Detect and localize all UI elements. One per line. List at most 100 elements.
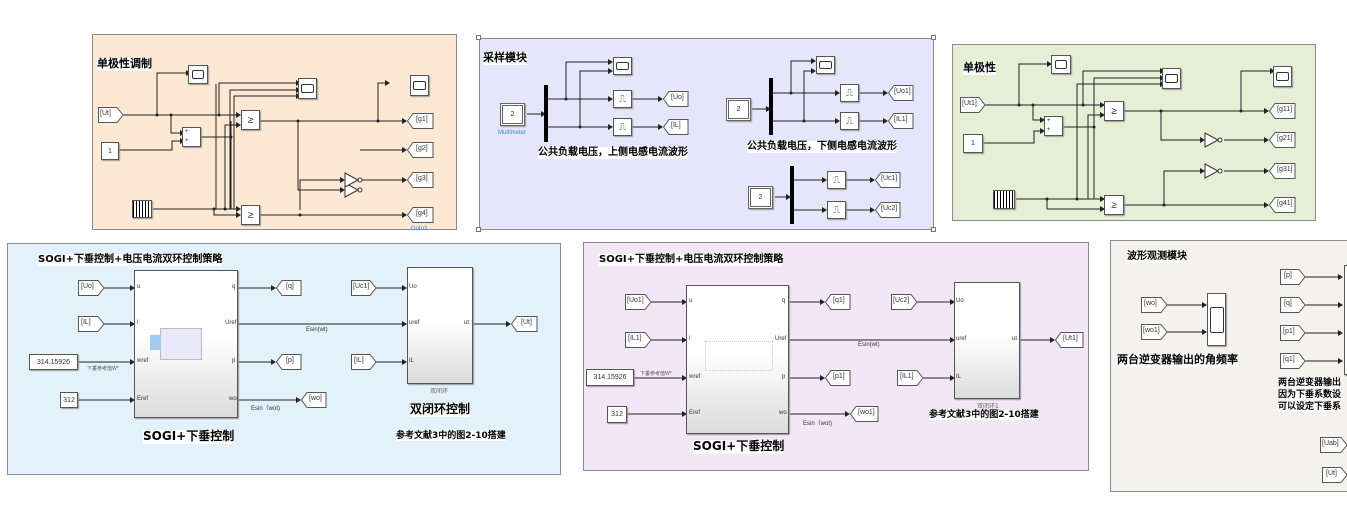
- from-tag-q1[interactable]: [q1]: [1280, 353, 1306, 369]
- goto-tag-ut[interactable]: [Ut]: [511, 316, 538, 332]
- scope-block[interactable]: [613, 57, 632, 75]
- scope-screen-icon: [819, 60, 832, 70]
- from-tag-il-loop[interactable]: [IL]: [351, 354, 377, 370]
- sum-sign-1: +: [185, 129, 189, 135]
- goto-tag-g4[interactable]: [g4]: [407, 207, 434, 223]
- goto-tag-g21[interactable]: [g21]: [1269, 132, 1296, 148]
- from-tag-il1-loop[interactable]: [IL1]: [897, 370, 924, 386]
- from-tag-wo1[interactable]: [wo1]: [1141, 324, 1168, 340]
- from-tag-il1[interactable]: [IL1]: [625, 332, 652, 348]
- reference-note: 参考文献3中的图2-10搭建: [396, 431, 506, 442]
- multimeter-block[interactable]: 2: [726, 98, 751, 121]
- sum-block[interactable]: + +: [1044, 116, 1063, 136]
- resize-handle[interactable]: [931, 35, 936, 40]
- from-tag-ut-wave[interactable]: [Ut]: [1322, 467, 1347, 483]
- from-tag-uo1[interactable]: [Uo1]: [625, 294, 652, 310]
- zoh-block[interactable]: ⎍: [827, 171, 846, 189]
- scope-block[interactable]: [1273, 66, 1292, 87]
- goto-tag-ut1[interactable]: [Ut1]: [1055, 332, 1084, 348]
- scope-block[interactable]: [1051, 55, 1071, 74]
- compare-block-lower[interactable]: ≥: [1104, 195, 1124, 215]
- constant-eref[interactable]: 312: [60, 392, 78, 408]
- area-unipolar-modulation[interactable]: [92, 34, 457, 230]
- scope-block[interactable]: [1162, 68, 1181, 89]
- compare-block-upper[interactable]: ≥: [241, 110, 260, 130]
- port-out-q: q: [782, 298, 786, 304]
- from-tag-p[interactable]: [p]: [1280, 269, 1306, 285]
- port-out-q: q: [232, 284, 236, 290]
- port-out-ut: ut: [1012, 336, 1018, 342]
- area-title: SOGI+下垂控制+电压电流双环控制策略: [599, 254, 784, 266]
- port-out-p: p: [782, 374, 786, 380]
- zoh-block[interactable]: ⎍: [613, 90, 632, 108]
- scope-block-power[interactable]: [1344, 265, 1347, 375]
- scope-block[interactable]: [410, 75, 429, 96]
- goto-tag-g1[interactable]: [g1]: [407, 113, 434, 129]
- scope-block[interactable]: [816, 56, 835, 74]
- goto-tag-uc2[interactable]: [Uc2]: [875, 202, 901, 218]
- resize-handle[interactable]: [931, 227, 936, 232]
- demux-bar[interactable]: [769, 78, 773, 135]
- resize-handle[interactable]: [476, 35, 481, 40]
- goto-tag-g41[interactable]: [g41]: [1269, 197, 1296, 213]
- from-tag-wo[interactable]: [wo]: [1141, 297, 1168, 313]
- sum-block[interactable]: + +: [182, 127, 201, 147]
- triangle-carrier-icon[interactable]: [132, 200, 152, 218]
- sum-sign-2: +: [185, 138, 189, 144]
- scope-block[interactable]: [298, 78, 317, 99]
- zoh-block[interactable]: ⎍: [840, 112, 859, 130]
- from-tag-ut[interactable]: [Ut]: [98, 107, 124, 123]
- goto-tag-wo[interactable]: [wo]: [301, 392, 327, 408]
- goto-tag-uo1[interactable]: [Uo1]: [888, 85, 914, 101]
- from-tag-q[interactable]: [q]: [1280, 297, 1306, 313]
- goto-tag-q1[interactable]: [q1]: [825, 294, 851, 310]
- zoh-block[interactable]: ⎍: [613, 118, 632, 136]
- area-sampling[interactable]: [479, 38, 934, 230]
- compare-block-upper[interactable]: ≥: [1104, 101, 1124, 121]
- sogi-droop-subsystem[interactable]: [686, 285, 789, 434]
- goto-tag-g3[interactable]: [g3]: [407, 172, 434, 188]
- scope-block[interactable]: [188, 65, 208, 84]
- goto-tag-il[interactable]: [IL]: [663, 119, 689, 135]
- from-tag-uc2[interactable]: [Uc2]: [891, 294, 918, 310]
- subsystem-caption: SOGI+下垂控制: [693, 439, 785, 454]
- goto-tag-g11[interactable]: [g11]: [1269, 103, 1296, 119]
- from-tag-uc1[interactable]: [Uc1]: [351, 280, 377, 296]
- scope-screen-icon: [1209, 306, 1224, 333]
- compare-block-lower[interactable]: ≥: [241, 205, 260, 225]
- scope-block-frequency[interactable]: [1207, 293, 1226, 346]
- goto-tag-wo1[interactable]: [wo1]: [850, 406, 879, 422]
- from-tag-il[interactable]: [IL]: [78, 316, 105, 332]
- constant-block[interactable]: 1: [963, 134, 983, 153]
- constant-wref[interactable]: 314.15926: [586, 369, 634, 386]
- goto-tag-g31[interactable]: [g31]: [1269, 163, 1296, 179]
- constant-eref[interactable]: 312: [607, 406, 627, 423]
- zoh-block[interactable]: ⎍: [840, 84, 859, 102]
- goto-tag-uo[interactable]: [Uo]: [663, 91, 689, 107]
- multimeter-block[interactable]: 2: [500, 103, 525, 126]
- double-loop-subsystem[interactable]: [407, 267, 473, 384]
- goto-tag-g2[interactable]: [g2]: [407, 142, 434, 158]
- zoh-block[interactable]: ⎍: [827, 201, 846, 219]
- goto-tag-q[interactable]: [q]: [276, 280, 302, 296]
- from-tag-p1[interactable]: [p1]: [1280, 325, 1306, 341]
- goto-tag-uc1[interactable]: [Uc1]: [875, 172, 901, 188]
- triangle-carrier-icon[interactable]: [993, 190, 1015, 209]
- from-tag-ut1[interactable]: [Ut1]: [960, 97, 986, 113]
- constant-block[interactable]: 1: [101, 142, 119, 160]
- goto-tag-p[interactable]: [p]: [276, 354, 302, 370]
- from-tag-uo[interactable]: [Uo]: [78, 280, 105, 296]
- from-tag-uab[interactable]: [Uab]: [1320, 437, 1347, 453]
- demux-bar[interactable]: [790, 166, 794, 224]
- double-loop-subsystem[interactable]: [954, 282, 1020, 399]
- multimeter-label: Multimeter: [498, 130, 527, 136]
- goto-tag-p1[interactable]: [p1]: [825, 370, 851, 386]
- demux-bar[interactable]: [544, 85, 548, 142]
- goto-tag-il1[interactable]: [IL1]: [888, 113, 914, 129]
- multimeter-block[interactable]: 2: [748, 186, 773, 209]
- sogi-droop-subsystem[interactable]: [134, 270, 238, 418]
- constant-wref[interactable]: 314.15926: [29, 354, 78, 370]
- resize-handle[interactable]: [476, 227, 481, 232]
